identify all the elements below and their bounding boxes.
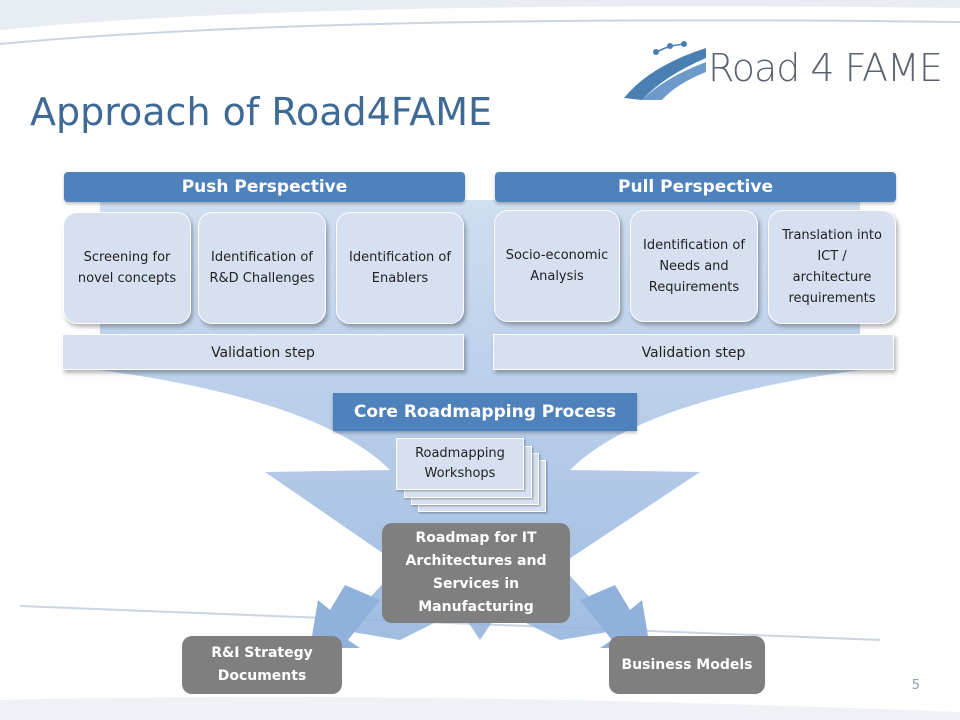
push-card-rd-challenges: Identification of R&D Challenges: [198, 212, 326, 324]
output-ri-strategy: R&I Strategy Documents: [182, 636, 342, 694]
logo-text: Road 4 FAME: [708, 46, 943, 90]
pull-validation-step: Validation step: [493, 334, 894, 370]
roadmapping-workshops: Roadmapping Workshops: [396, 438, 524, 490]
pull-card-socio-economic: Socio-economic Analysis: [494, 210, 620, 322]
pull-perspective-header: Pull Perspective: [495, 172, 896, 202]
push-card-screening: Screening for novel concepts: [63, 212, 191, 324]
roadmap-result-box: Roadmap for IT Architectures and Service…: [382, 523, 570, 623]
pull-card-ict-translation: Translation into ICT / architecture requ…: [768, 210, 896, 324]
push-perspective-header: Push Perspective: [64, 172, 465, 202]
pull-card-needs: Identification of Needs and Requirements: [630, 210, 758, 322]
push-validation-step: Validation step: [62, 334, 464, 370]
road-icon: [624, 41, 706, 100]
road4fame-logo: Road 4 FAME: [620, 28, 943, 108]
core-roadmapping-header: Core Roadmapping Process: [333, 393, 637, 431]
slide-title: Approach of Road4FAME: [30, 90, 493, 134]
output-business-models: Business Models: [609, 636, 765, 694]
push-card-enablers: Identification of Enablers: [336, 212, 464, 324]
page-number: 5: [911, 678, 920, 693]
